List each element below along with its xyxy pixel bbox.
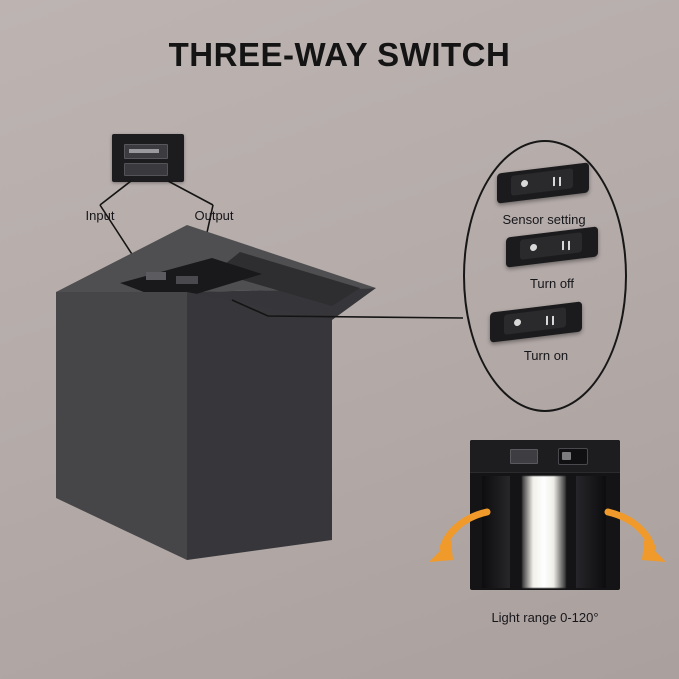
rocker-mark-bar-2 <box>552 315 554 326</box>
page-title: THREE-WAY SWITCH <box>168 36 511 73</box>
toggle-switch-icon <box>558 448 588 465</box>
input-label: Input <box>85 208 115 223</box>
switch-label-turn-on: Turn on <box>523 348 569 363</box>
rocker-switch-icon-sensor <box>497 162 589 204</box>
rocker-mark-bar-2 <box>559 176 561 187</box>
light-range-label: Light range 0-120° <box>491 610 599 625</box>
lamp-left-edge <box>482 476 510 588</box>
rocker-switch-icon-on <box>490 301 582 343</box>
switch-label-turn-off: Turn off <box>529 276 575 291</box>
rocker-mark-bar-2 <box>568 240 570 251</box>
port-closeup-image <box>112 134 184 182</box>
rocker-mark-bar-1 <box>546 315 548 326</box>
dc-output-port-icon <box>124 163 168 176</box>
usb-port-icon <box>124 144 168 159</box>
usb-port-icon <box>510 449 538 464</box>
rocker-mark-bar-1 <box>553 176 555 187</box>
light-glow <box>522 476 566 588</box>
rocker-switch-icon-off <box>506 226 598 268</box>
switch-label-sensor-setting: Sensor setting <box>502 212 586 227</box>
rocker-mark-bar-1 <box>562 240 564 251</box>
light-range-arrows <box>429 508 666 562</box>
output-label: Output <box>194 208 234 223</box>
photo-top-panel <box>470 440 620 473</box>
switch-callout-oval <box>463 140 627 412</box>
light-range-photo <box>470 440 620 590</box>
lamp-right-edge <box>576 476 606 588</box>
